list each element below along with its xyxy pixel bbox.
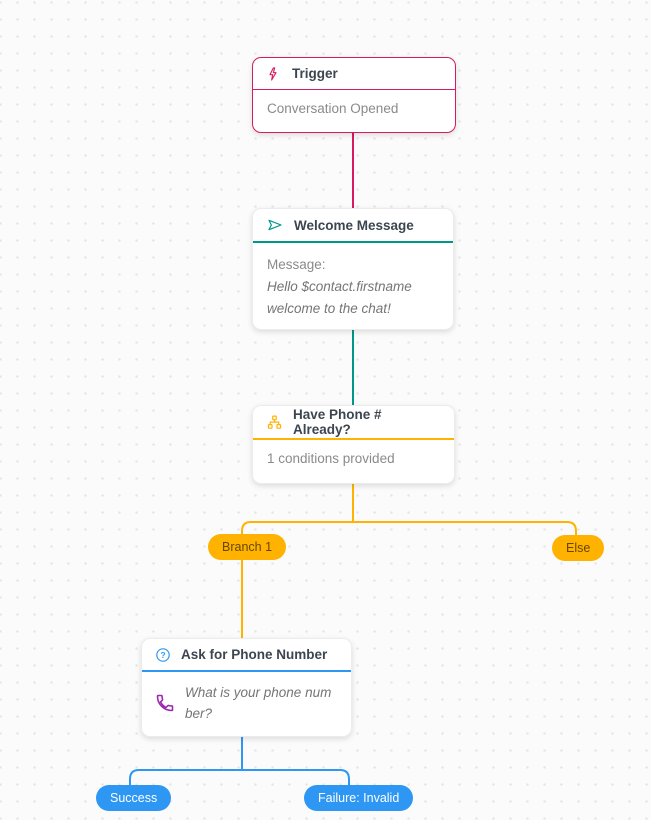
message-line-1: Hello $contact.firstname bbox=[267, 279, 412, 294]
welcome-node-title: Welcome Message bbox=[294, 217, 414, 233]
condition-node-title: Have Phone # Already? bbox=[293, 407, 382, 437]
send-icon bbox=[266, 217, 284, 233]
trigger-node-body: Conversation Opened bbox=[267, 101, 399, 116]
ask-question-node[interactable]: ? Ask for Phone Number What is your phon… bbox=[141, 638, 352, 737]
edge-result-bar bbox=[129, 769, 350, 787]
ask-node-title: Ask for Phone Number bbox=[181, 647, 328, 662]
message-line-2: welcome to the chat! bbox=[267, 301, 391, 316]
ask-node-header: ? Ask for Phone Number bbox=[142, 639, 351, 672]
condition-node[interactable]: Have Phone # Already? 1 conditions provi… bbox=[252, 405, 455, 484]
condition-node-body: 1 conditions provided bbox=[267, 451, 395, 466]
trigger-node[interactable]: Trigger Conversation Opened bbox=[252, 57, 456, 133]
flash-icon bbox=[266, 66, 282, 82]
message-label: Message: bbox=[267, 257, 326, 272]
condition-node-header: Have Phone # Already? bbox=[253, 406, 454, 440]
svg-text:?: ? bbox=[160, 649, 165, 659]
success-pill[interactable]: Success bbox=[96, 785, 172, 811]
welcome-node-body: Message: Hello $contact.firstname welcom… bbox=[253, 243, 453, 331]
edge-branch-bar bbox=[241, 521, 577, 538]
failure-invalid-pill[interactable]: Failure: Invalid bbox=[304, 785, 414, 811]
question-icon: ? bbox=[155, 647, 171, 663]
ask-node-body: What is your phone number? bbox=[142, 672, 351, 734]
welcome-message-node[interactable]: Welcome Message Message: Hello $contact.… bbox=[252, 208, 454, 330]
trigger-node-title: Trigger bbox=[292, 66, 338, 81]
else-pill[interactable]: Else bbox=[552, 535, 605, 561]
phone-icon bbox=[155, 693, 175, 713]
branch-icon bbox=[266, 414, 283, 431]
branch-1-pill[interactable]: Branch 1 bbox=[208, 534, 287, 560]
welcome-node-header: Welcome Message bbox=[253, 209, 453, 243]
ask-question-text: What is your phone number? bbox=[185, 685, 332, 721]
trigger-node-header: Trigger bbox=[253, 58, 455, 90]
